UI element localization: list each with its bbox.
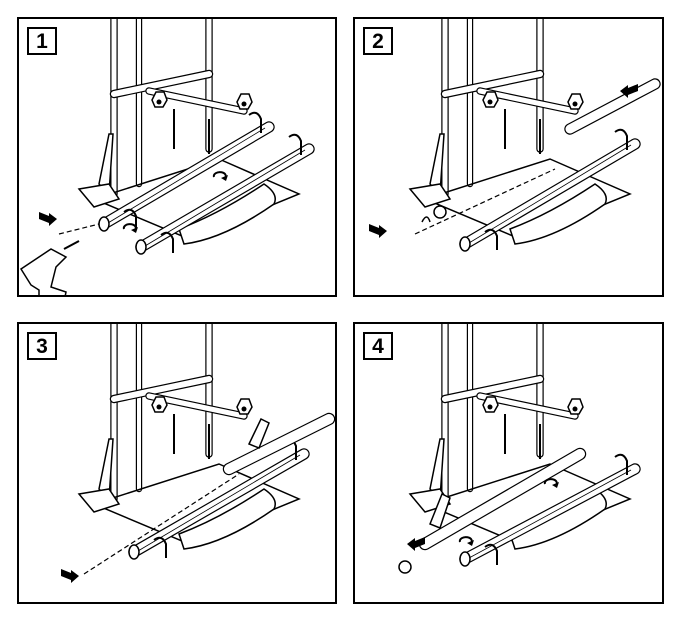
rotate-arrow-head [221,175,228,181]
guide-dashed-line [83,473,240,575]
rail-bracket [247,417,270,449]
rail-groove [144,149,306,247]
rack-illustration [19,19,315,295]
wheel-strap [288,133,302,155]
wheel-strap [153,536,167,558]
end-cap-removed [433,205,447,219]
frame-clamp [236,93,253,110]
upper-crossbar-fill [111,71,212,97]
frame-clamp [151,91,168,108]
rack-illustration [369,19,661,252]
wheel-strap [160,231,174,253]
step-number: 3 [27,332,57,360]
rail-support-plate [509,183,607,245]
insert-direction-arrow-icon [61,569,79,583]
upper-crossbar-fill [111,376,212,402]
wheel-strap [614,128,628,150]
frame-clamp-knob [241,101,247,107]
step-panel-4: 4 [353,322,664,604]
frame-clamp [151,396,168,413]
frame-clamp-knob [487,99,493,105]
step-number: 4 [363,332,393,360]
guide-dashed-line [58,223,100,235]
push-arrow-icon [407,537,425,551]
step-panel-1: 1 [17,17,337,297]
rail-end-cap [459,236,471,252]
frame-clamp [482,91,499,108]
step-panel-2: 2 [353,17,664,297]
wheel-strap [484,228,498,250]
rail-end-cap [135,239,147,255]
end-cap [398,560,412,574]
guide-dashed-line [414,168,556,235]
rack-illustration [61,324,335,583]
screw-removed [421,216,431,223]
base-frame [91,463,301,545]
wheel-strap [248,111,262,133]
step-panel-3: 3 [17,322,337,604]
frame-clamp-knob [487,404,493,410]
pull-arrow-icon [39,212,57,226]
frame-clamp [567,398,584,415]
wheel-strap [614,453,628,475]
rotate-arrow-head [467,540,474,546]
base-frame [422,463,632,545]
rack-illustration [398,324,641,574]
rotate-arrow-head [131,227,138,233]
removed-rail-fill [565,79,660,134]
rail-end-cap [459,551,471,567]
rail-groove [107,127,266,224]
wheel-strap [123,208,137,230]
rail-groove [468,144,632,244]
rail-groove [137,454,301,552]
new-rail-fill [224,414,334,474]
frame-clamp-knob [572,101,578,107]
rail-support-plate [178,488,276,550]
upper-crossbar-fill [442,71,543,97]
frame-clamp-knob [572,406,578,412]
rail-end-cap [128,544,140,560]
frame-clamp [236,398,253,415]
rail-support-plate [178,183,276,245]
foot-bracket [77,183,121,208]
wheel-strap [484,543,498,565]
rotate-arrow-head [552,482,559,488]
installed-rail-fill [420,449,585,549]
foot-bracket [408,183,452,208]
frame-clamp-knob [156,99,162,105]
frame-clamp-knob [241,406,247,412]
slide-out-arrow-icon [620,84,638,98]
frame-clamp [567,93,584,110]
pull-arrow-icon [369,224,387,238]
rail-bracket [429,492,451,529]
step-number: 2 [363,27,393,55]
power-drill-icon [19,248,68,295]
frame-clamp [482,396,499,413]
upper-crossbar-fill [442,376,543,402]
foot-bracket [77,488,121,513]
step-number: 1 [27,27,57,55]
base-frame [91,158,301,240]
rail-groove [468,469,632,559]
frame-clamp-knob [156,404,162,410]
drill-bit [63,240,80,250]
rail-end-cap [98,216,110,232]
